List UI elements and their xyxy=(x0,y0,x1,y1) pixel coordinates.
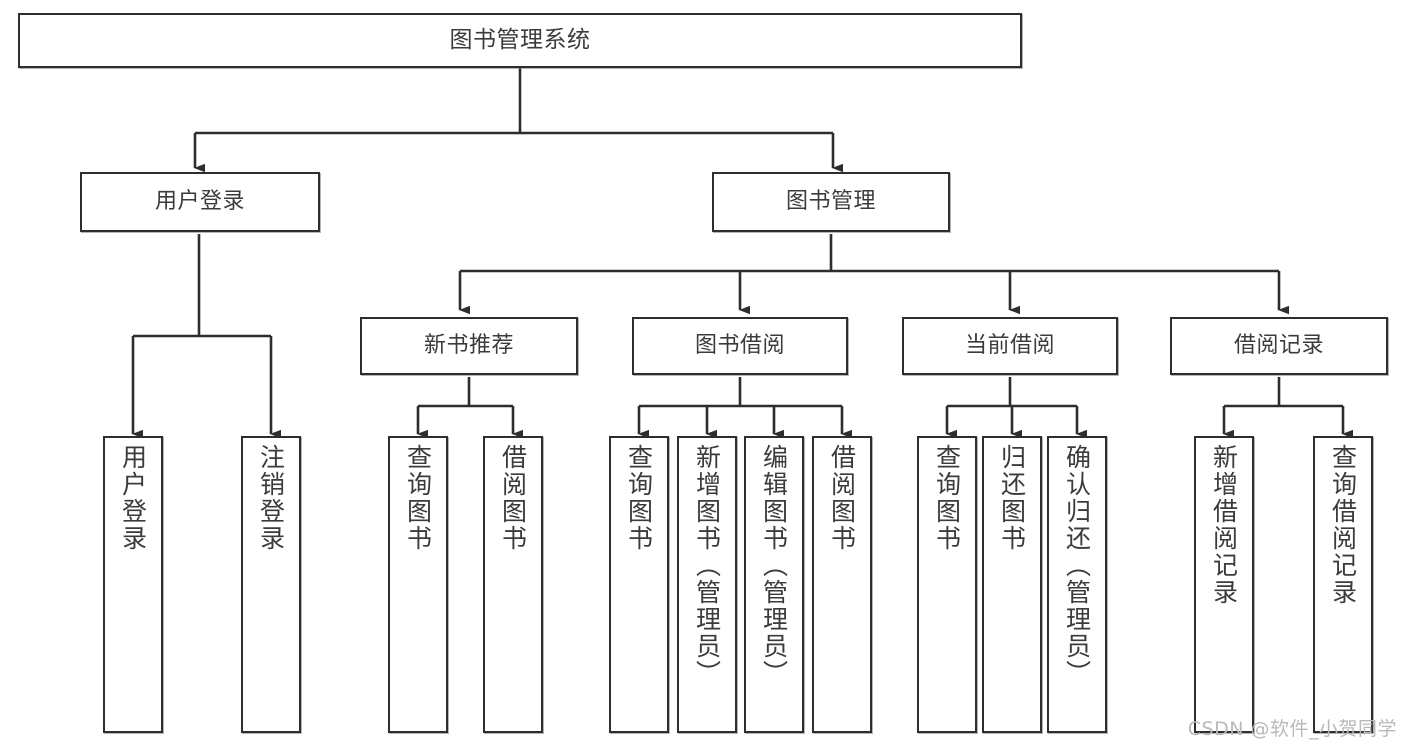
leaf-query-book-current[interactable]: 查询图书 xyxy=(917,436,977,733)
node-label: 图书借阅 xyxy=(694,333,785,359)
node-book-borrowing[interactable]: 图书借阅 xyxy=(632,317,848,375)
node-label: 查询图书 xyxy=(403,444,433,552)
node-label: 查询图书 xyxy=(932,444,962,552)
leaf-query-book-borrow[interactable]: 查询图书 xyxy=(609,436,669,733)
node-label: 图书管理系统 xyxy=(449,26,591,53)
watermark: CSDN @软件_小贺同学 xyxy=(1187,718,1397,740)
node-label: 新增图书（管理员） xyxy=(692,444,722,687)
node-new-book-recommendation[interactable]: 新书推荐 xyxy=(360,317,578,375)
node-label: 新增借阅记录 xyxy=(1209,444,1239,606)
leaf-query-borrow-record[interactable]: 查询借阅记录 xyxy=(1313,436,1373,733)
node-label: 图书管理 xyxy=(785,189,876,215)
node-label: 注销登录 xyxy=(256,444,286,552)
node-label: 归还图书 xyxy=(997,444,1027,552)
leaf-borrow-book[interactable]: 借阅图书 xyxy=(812,436,872,733)
node-label: 借阅图书 xyxy=(827,444,857,552)
leaf-logout[interactable]: 注销登录 xyxy=(241,436,301,733)
leaf-add-book-admin[interactable]: 新增图书（管理员） xyxy=(677,436,737,733)
node-label: 查询借阅记录 xyxy=(1328,444,1358,606)
node-label: 新书推荐 xyxy=(423,333,514,359)
node-label: 编辑图书（管理员） xyxy=(759,444,789,687)
node-label: 用户登录 xyxy=(154,189,245,215)
leaf-edit-book-admin[interactable]: 编辑图书（管理员） xyxy=(744,436,804,733)
node-label: 当前借阅 xyxy=(964,333,1055,359)
leaf-user-login[interactable]: 用户登录 xyxy=(103,436,163,733)
node-borrowing-record[interactable]: 借阅记录 xyxy=(1170,317,1388,375)
node-label: 确认归还（管理员） xyxy=(1062,444,1092,687)
node-label: 用户登录 xyxy=(118,444,148,552)
leaf-borrow-book-new-rec[interactable]: 借阅图书 xyxy=(483,436,543,733)
leaf-confirm-return-admin[interactable]: 确认归还（管理员） xyxy=(1047,436,1107,733)
node-label: 查询图书 xyxy=(624,444,654,552)
node-root-book-management-system[interactable]: 图书管理系统 xyxy=(18,13,1022,68)
leaf-return-book[interactable]: 归还图书 xyxy=(982,436,1042,733)
node-label: 借阅记录 xyxy=(1233,333,1324,359)
node-current-borrowing[interactable]: 当前借阅 xyxy=(902,317,1118,375)
leaf-query-book-new-rec[interactable]: 查询图书 xyxy=(388,436,448,733)
leaf-add-borrow-record[interactable]: 新增借阅记录 xyxy=(1194,436,1254,733)
node-user-login[interactable]: 用户登录 xyxy=(80,172,320,232)
node-label: 借阅图书 xyxy=(498,444,528,552)
node-book-management[interactable]: 图书管理 xyxy=(712,172,950,232)
